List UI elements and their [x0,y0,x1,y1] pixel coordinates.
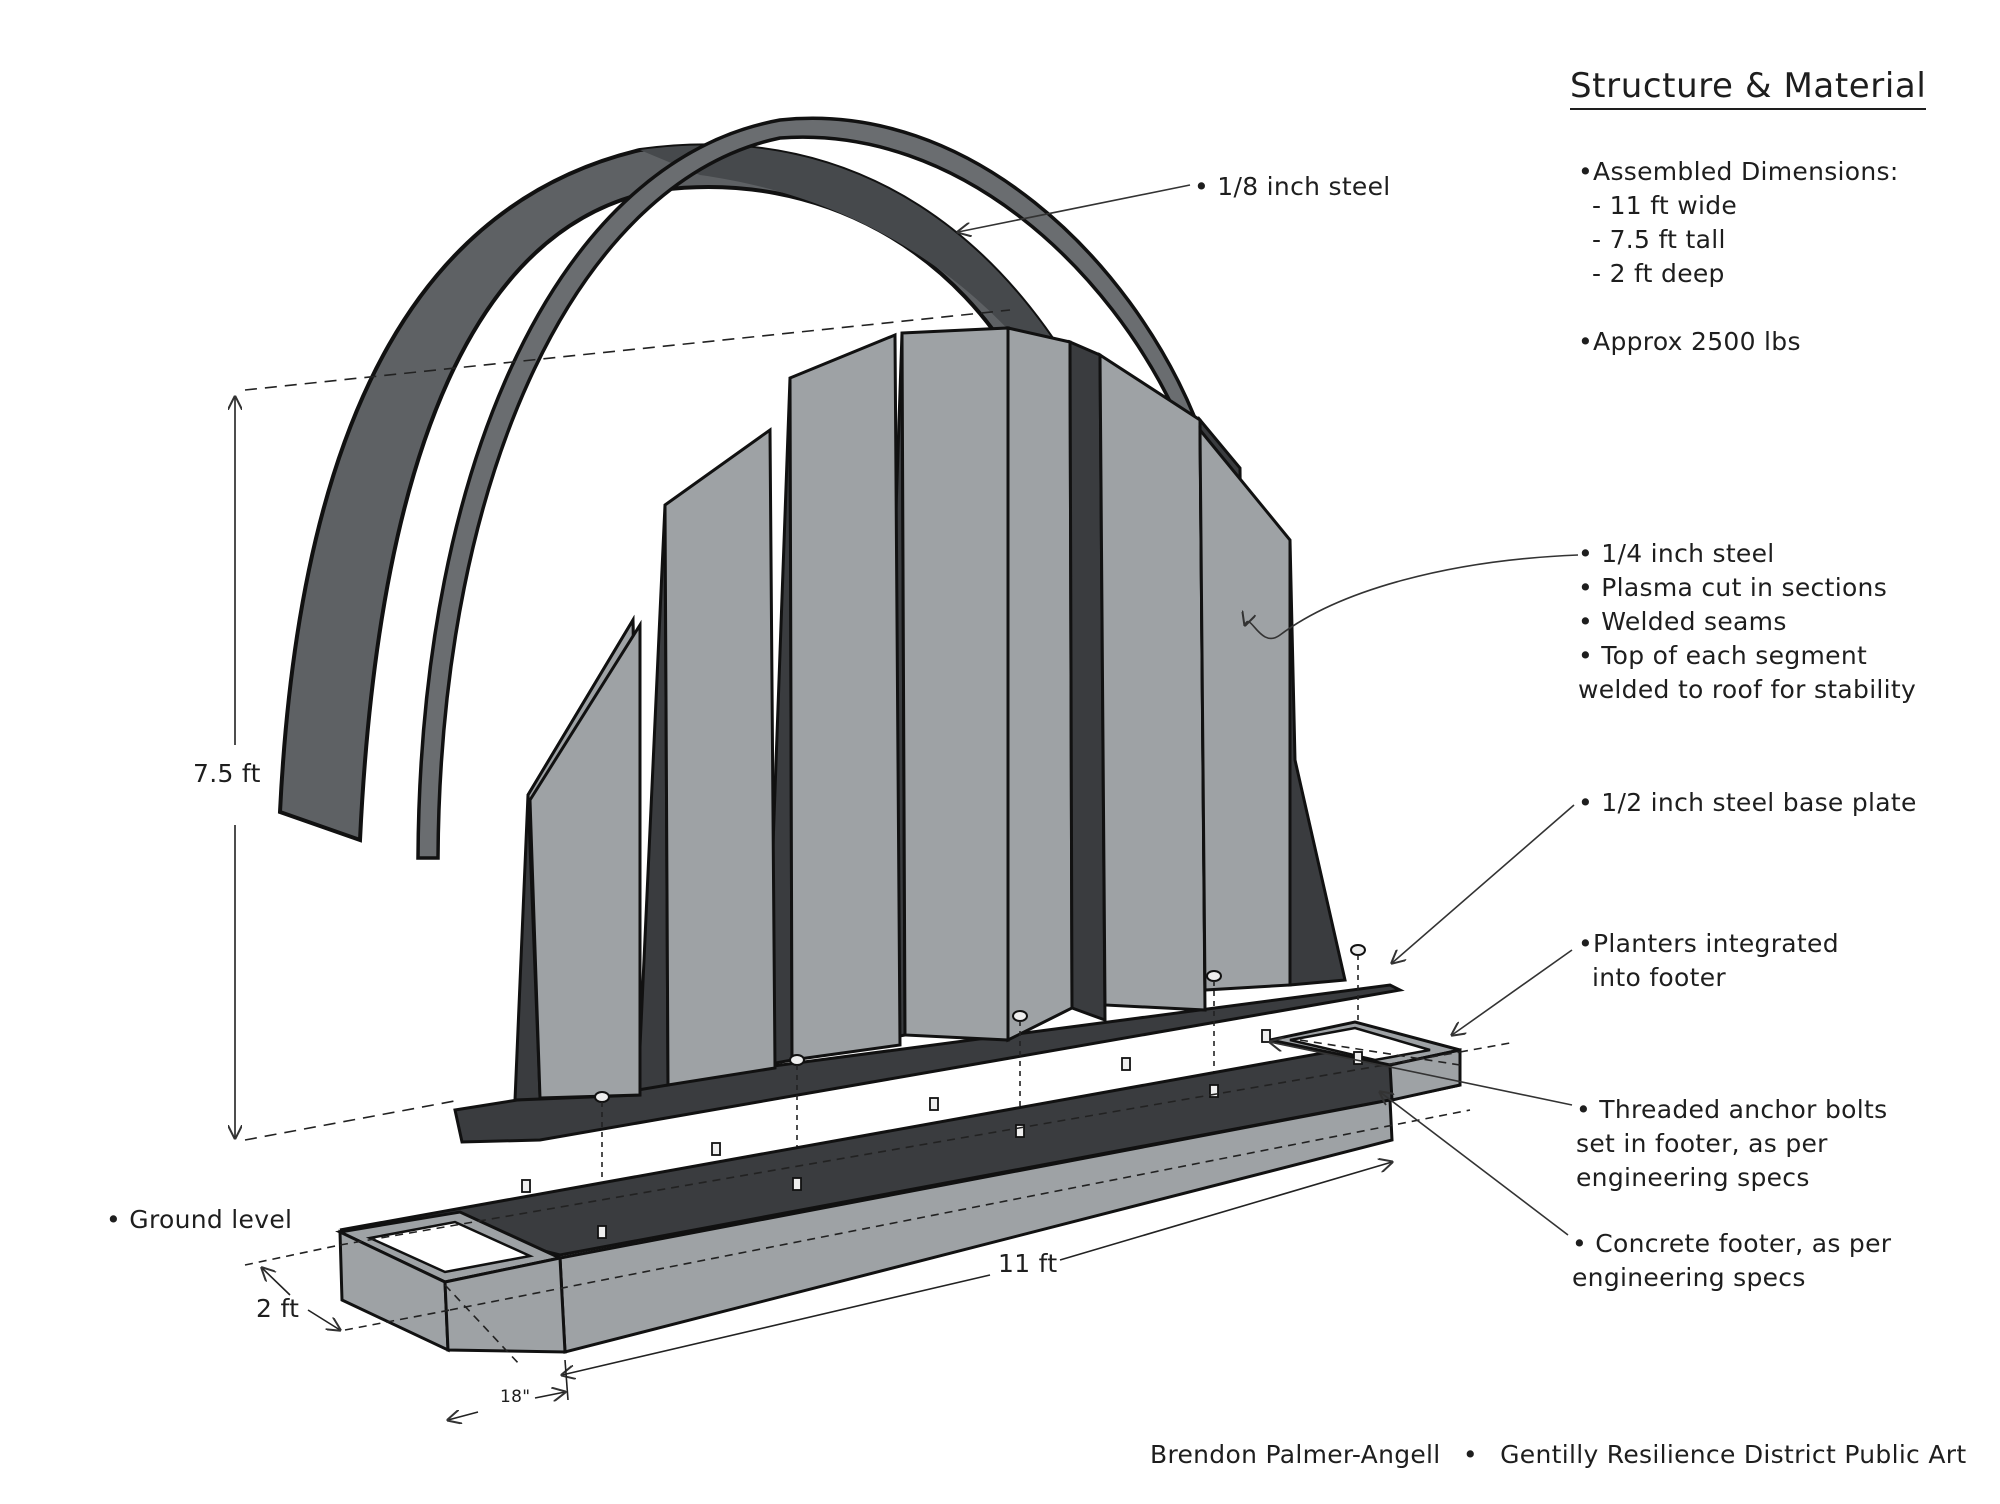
callout-planters-line: into footer [1592,963,1726,992]
dimension-lines [235,309,1511,1420]
callout-roof: • 1/8 inch steel [1194,172,1391,201]
leader-planters [1452,949,1573,1035]
footer-bolt [711,1142,721,1156]
callout-anchor-bolts: • Threaded anchor bolts set in footer, a… [1576,1093,1887,1195]
footer-bolt [1121,1057,1131,1071]
footer-bolt [1353,1051,1363,1065]
credits-separator: • [1462,1440,1478,1469]
arch-outer-band-edge [640,145,1100,440]
callout-base-plate: • 1/2 inch steel base plate [1578,788,1917,817]
width-label: 11 ft [998,1249,1058,1278]
footer-bolt [792,1177,802,1191]
wall-panel-3 [788,332,902,1062]
wall-panels [513,326,1347,1102]
planter-width-label: 18" [500,1387,531,1407]
callout-wall-line: • Plasma cut in sections [1578,573,1888,602]
height-label: 7.5 ft [193,759,261,788]
callout-footer-line: engineering specs [1572,1263,1806,1292]
bolt [594,1091,610,1103]
callout-planters: •Planters integrated into footer [1578,927,1839,995]
leader-wall [1245,554,1579,640]
wall-panel-7 [1098,352,1207,1012]
leader-footer [1380,1092,1569,1236]
wall-panel-10 [1288,539,1347,987]
spec-item: - 11 ft wide [1592,191,1738,220]
spec-weight: •Approx 2500 lbs [1578,327,1801,356]
wall-panel-left [528,619,642,1100]
bolt [1206,970,1222,982]
callout-wall-line: welded to roof for stability [1578,675,1917,704]
leader-roof [958,184,1191,232]
depth-dimension [262,1268,291,1296]
bolt [789,1054,805,1066]
depth-label: 2 ft [256,1294,300,1323]
callout-ground: • Ground level [106,1205,293,1234]
callout-anchor-line: engineering specs [1576,1163,1810,1192]
footer-bolt [929,1097,939,1111]
wall-panel-6 [1068,339,1107,1023]
concrete-footer [335,1020,1462,1354]
wall-panel-5 [1006,326,1074,1043]
callout-wall-line: • 1/4 inch steel [1578,539,1775,568]
leader-anchor-bolts [1270,1042,1573,1106]
bolt [1012,1010,1028,1022]
spec-list: •Assembled Dimensions: - 11 ft wide - 7.… [1578,155,1899,359]
callout-wall-line: • Welded seams [1578,607,1787,636]
footer-bolt [1261,1029,1271,1043]
wall-panel-2 [663,427,777,1087]
footer-bolt [597,1225,607,1239]
width-dimension-left [562,1274,991,1375]
callout-anchor-line: • Threaded anchor bolts [1576,1095,1888,1124]
callout-wall-line: • Top of each segment [1578,641,1868,670]
leader-base-plate [1392,804,1575,963]
credits-author: Brendon Palmer-Angell [1150,1440,1441,1469]
callout-leaders [958,184,1579,1236]
footer-bolt [1015,1124,1025,1138]
footer-bolt [1209,1084,1219,1098]
credits-project: Gentilly Resilience District Public Art [1500,1440,1967,1469]
callout-wall: • 1/4 inch steel • Plasma cut in section… [1578,537,1916,707]
page-title: Structure & Material [1570,66,1927,110]
footer-bolt [521,1179,531,1193]
spec-item: - 7.5 ft tall [1592,225,1726,254]
spec-item: - 2 ft deep [1592,259,1725,288]
width-dimension-right [1059,1162,1392,1261]
wall-panel-9 [1198,425,1292,992]
planter-dimension [448,1412,479,1420]
callout-anchor-line: set in footer, as per [1576,1129,1828,1158]
credits: Brendon Palmer-Angell • Gentilly Resilie… [1150,1440,1966,1469]
callout-footer: • Concrete footer, as per engineering sp… [1572,1227,1891,1295]
callout-footer-line: • Concrete footer, as per [1572,1229,1892,1258]
callout-planters-line: •Planters integrated [1578,929,1839,958]
bolt [1350,944,1366,956]
spec-heading: •Assembled Dimensions: [1578,157,1899,186]
wall-panel-4 [900,326,1010,1042]
